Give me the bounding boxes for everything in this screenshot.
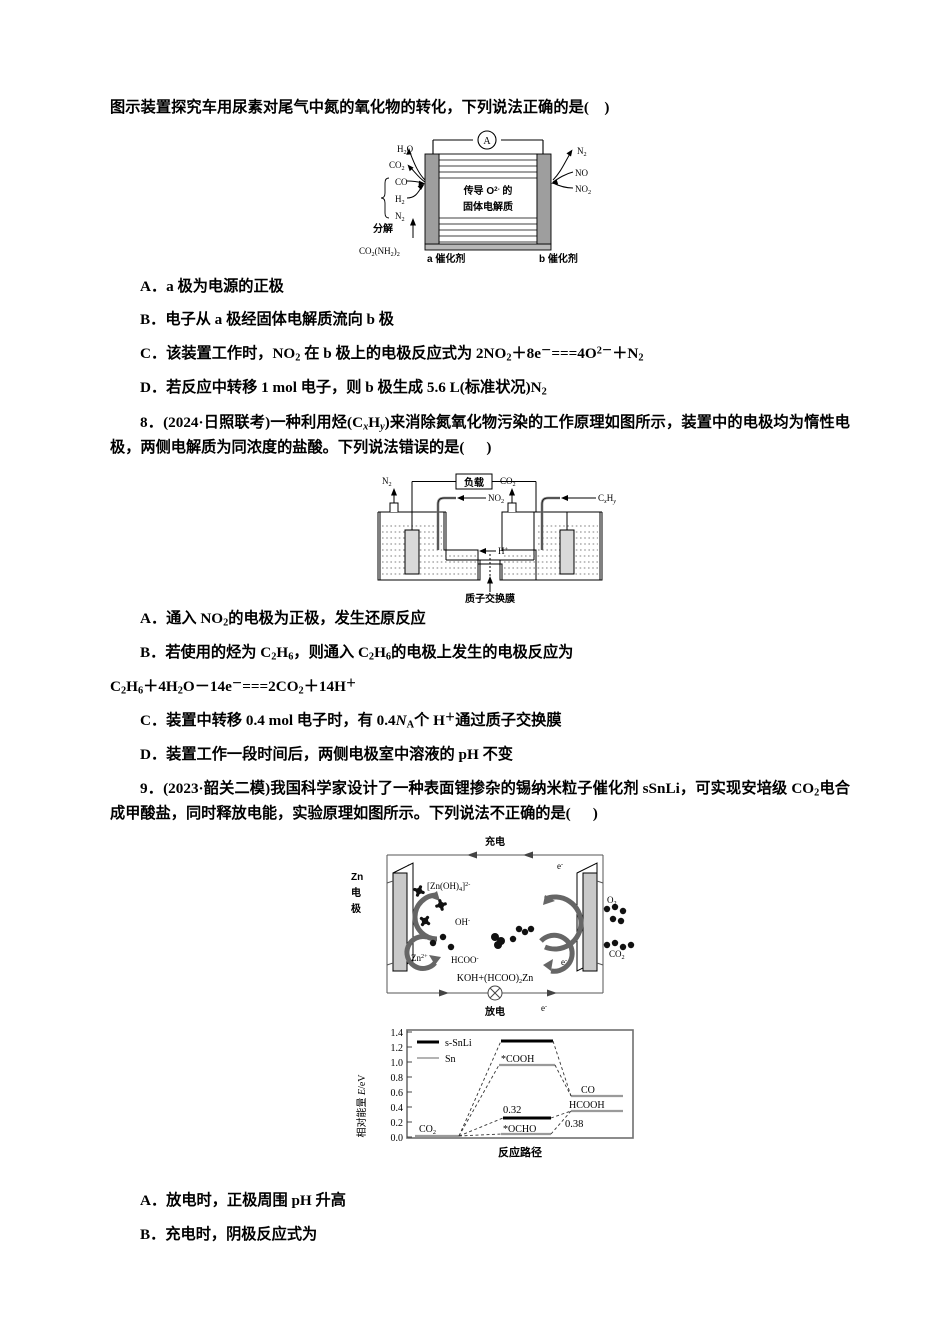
q8-option-b: B．若使用的烃为 C2H6，则通入 C2H6的电极上发生的电极反应为 xyxy=(140,644,574,663)
svg-text:1.4: 1.4 xyxy=(391,1028,404,1039)
page-content: 图示装置探究车用尿素对尾气中氮的氧化物的转化，下列说法正确的是( ) A xyxy=(110,96,850,1258)
q8-figure: 负载 xyxy=(360,472,620,605)
proton-label: H+ xyxy=(498,546,509,556)
q8-option-b-equation: C2H6＋4H2O－14e－===2CO2＋14H＋ xyxy=(110,677,357,697)
q7-stem: 图示装置探究车用尿素对尾气中氮的氧化物的转化，下列说法正确的是( ) xyxy=(110,99,610,116)
q7-option-b: B．电子从 a 极经固体电解质流向 b 极 xyxy=(140,311,394,329)
inlet-cxhy: CxHy xyxy=(598,493,616,505)
chart-annotation-032: 0.32 xyxy=(503,1105,521,1116)
species-no: NO xyxy=(575,168,588,178)
chart-annotation-038: 0.38 xyxy=(565,1119,583,1130)
species-n2-left: N2 xyxy=(395,211,405,223)
svg-text:0.2: 0.2 xyxy=(391,1118,404,1129)
electron-right-inner: e- xyxy=(561,957,567,967)
chart-xlabel: 反应路径 xyxy=(498,1145,542,1159)
q9-figure-wrap: 充电 e- e- Zn 电 极 xyxy=(110,831,850,1018)
species-co2-left: CO2 xyxy=(389,160,405,172)
q7-figure: A 传导 O2- 的 固体电解质 H2O CO2 xyxy=(359,126,629,266)
q9-option-b: B．充电时，阴极反应式为 xyxy=(140,1225,318,1243)
formate-label: HCOO- xyxy=(451,955,479,965)
outlet-co2: CO2 xyxy=(500,476,516,488)
q8-figure-wrap: 负载 xyxy=(110,464,850,608)
svg-text:0.6: 0.6 xyxy=(391,1088,404,1099)
species-n2-right: N2 xyxy=(577,146,587,158)
inlet-no2: NO2 xyxy=(488,493,504,505)
electrolyte-line2: 固体电解质 xyxy=(463,200,513,213)
membrane-label: 质子交换膜 xyxy=(465,592,515,605)
svg-text:1.0: 1.0 xyxy=(391,1058,404,1069)
electrode-a xyxy=(424,153,440,245)
species-co: CO xyxy=(395,177,408,187)
electrolyte-line1: 传导 O2- 的 xyxy=(463,184,513,197)
chart-frame xyxy=(406,1029,634,1139)
charge-label: 充电 xyxy=(485,835,505,848)
zn-electrode-label-2: 电 xyxy=(351,886,361,899)
co2-label: CO2 xyxy=(609,949,625,961)
energy-profile-chart: 相对能量 E/eV 1.4 1.2 1.0 0.8 0.6 0.4 0.2 0.… xyxy=(355,1020,645,1180)
svg-text:0.0: 0.0 xyxy=(391,1133,404,1144)
legend-label-ssnli: s-SnLi xyxy=(445,1038,472,1049)
discharge-label: 放电 xyxy=(484,1005,505,1018)
q9-option-a: A．放电时，正极周围 pH 升高 xyxy=(140,1192,346,1210)
electron-top-right: e- xyxy=(557,861,563,871)
outlet-n2: N2 xyxy=(382,476,392,488)
electrolyte-label: KOH+(HCOO)2Zn xyxy=(457,973,534,985)
q8-option-a: A．通入 NO2的电极为正极，发生还原反应 xyxy=(140,610,426,629)
svg-text:0.4: 0.4 xyxy=(391,1103,404,1114)
q8-stem: 8．(2024·日照联考)一种利用烃(CxHy)来消除氮氧化物污染的工作原理如图… xyxy=(110,413,850,456)
q9-figure-schematic: 充电 e- e- Zn 电 极 xyxy=(345,833,645,1018)
chart-label-hcooh: HCOOH xyxy=(569,1100,605,1111)
q8-option-c: C．装置中转移 0.4 mol 电子时，有 0.4NA个 H＋通过质子交换膜 xyxy=(140,711,562,731)
chart-label-cooh: *COOH xyxy=(501,1054,534,1065)
svg-text:1.2: 1.2 xyxy=(391,1043,404,1054)
decompose-label: 分解 xyxy=(373,222,393,235)
zn-electrode-label-3: 极 xyxy=(351,902,362,915)
q7-option-d: D．若反应中转移 1 mol 电子，则 b 极生成 5.6 L(标准状况)N2 xyxy=(140,378,547,398)
q9-stem: 9．(2023·韶关二模)我国科学家设计了一种表面锂掺杂的锡纳米粒子催化剂 sS… xyxy=(110,780,850,823)
legend-label-sn: Sn xyxy=(445,1054,456,1065)
q9-chart-wrap: 相对能量 E/eV 1.4 1.2 1.0 0.8 0.6 0.4 0.2 0.… xyxy=(110,1018,850,1190)
chart-label-co: CO xyxy=(581,1085,595,1096)
electrode-b xyxy=(536,153,552,245)
svg-text:0.8: 0.8 xyxy=(391,1073,404,1084)
species-h2: H2 xyxy=(395,194,405,206)
zinc-ion-label: Zn2+ xyxy=(411,953,428,963)
ammeter-label: A xyxy=(483,136,491,147)
electrode-left xyxy=(404,529,420,575)
electrode-right xyxy=(559,529,575,575)
electrode-b-label: b 催化剂 xyxy=(539,252,578,265)
species-no2: NO2 xyxy=(575,184,591,196)
o2-co2-molecules xyxy=(603,903,635,951)
q7-option-c: C．该装置工作时，NO2 在 b 极上的电极反应式为 2NO2＋8e－===4O… xyxy=(140,345,644,364)
electrode-a-label: a 催化剂 xyxy=(427,252,465,265)
zn-electrode-label-1: Zn xyxy=(351,872,363,883)
hydroxide-label: OH- xyxy=(455,917,470,927)
chart-label-co2: CO2 xyxy=(419,1124,436,1136)
chart-label-ocho: *OCHO xyxy=(503,1124,536,1135)
electron-bottom: e- xyxy=(541,1003,547,1013)
zn-electrode-body xyxy=(392,872,408,972)
q7-option-a: A．a 极为电源的正极 xyxy=(140,277,284,295)
load-label: 负载 xyxy=(464,476,484,489)
urea-label: CO2(NH2)2 xyxy=(359,246,400,258)
oxygen-label: O2 xyxy=(607,895,617,907)
zincate-molecules xyxy=(413,885,447,927)
catalyst-electrode-body xyxy=(582,872,598,972)
q8-option-d: D．装置工作一段时间后，两侧电极室中溶液的 pH 不变 xyxy=(140,745,513,763)
formate-molecules xyxy=(491,925,535,950)
chart-connectors xyxy=(458,1040,572,1137)
q7-figure-wrap: A 传导 O2- 的 固体电解质 H2O CO2 xyxy=(110,120,850,276)
zinc-ion-dots xyxy=(429,933,455,951)
chart-ylabel: 相对能量 E/eV xyxy=(355,1074,368,1138)
zincate-label: [Zn(OH)4]2- xyxy=(427,881,470,893)
chart-yticks: 1.4 1.2 1.0 0.8 0.6 0.4 0.2 0.0 xyxy=(391,1028,404,1144)
